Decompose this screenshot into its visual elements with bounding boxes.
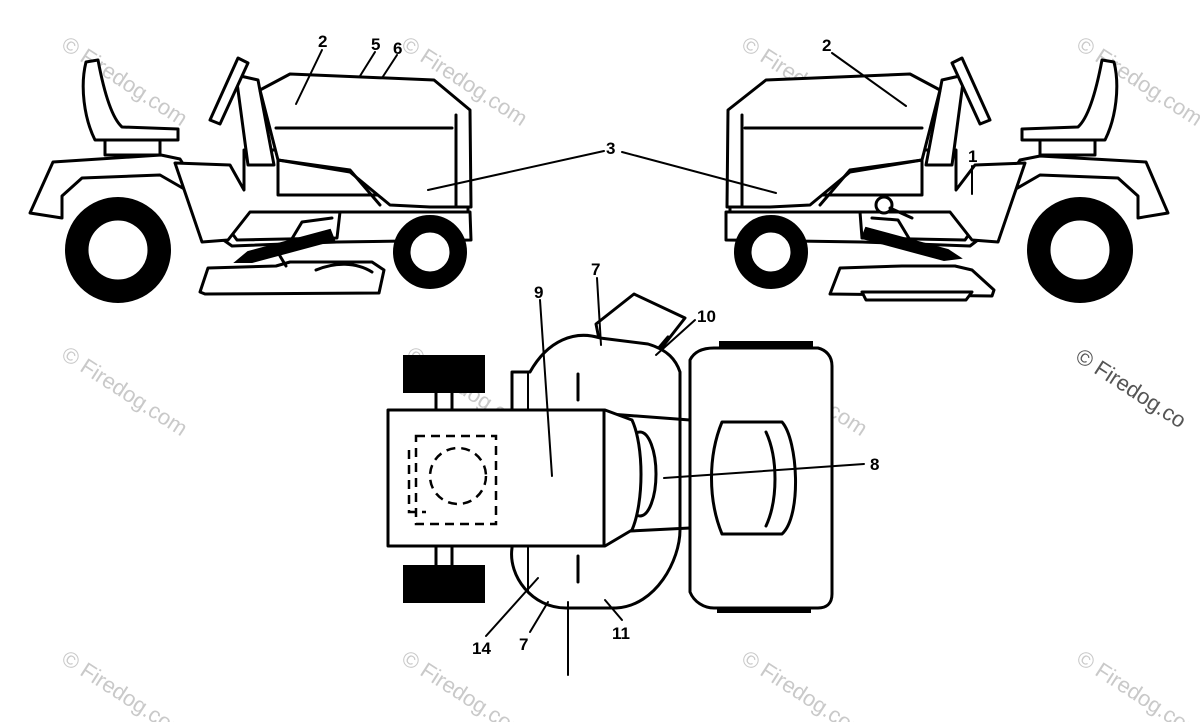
seat (710, 420, 797, 536)
callout-5: 5 (371, 35, 380, 54)
callout-2-right: 2 (822, 36, 831, 55)
hood-side-line (818, 158, 924, 207)
rear-wheel-hub (85, 217, 151, 283)
callout-10: 10 (697, 307, 716, 326)
deck-skirt (860, 290, 974, 302)
callout-7-bottom: 7 (519, 635, 528, 654)
steering-wheel (950, 56, 992, 126)
callout-3: 3 (606, 139, 615, 158)
callout-6: 6 (393, 39, 402, 58)
callout-11: 11 (612, 624, 630, 643)
watermark-text: © Firedog.com (737, 645, 872, 722)
pedal-arm (288, 216, 334, 244)
steering-column (924, 73, 966, 167)
seat (81, 58, 180, 142)
front-wheel-top (403, 355, 485, 393)
leader-line-10 (655, 319, 696, 356)
leader-line-7-bottom (529, 601, 549, 633)
callout-8: 8 (870, 455, 879, 474)
engine-outline (414, 434, 498, 526)
leader-line-2-right (831, 52, 907, 107)
body-panel (728, 148, 1027, 244)
discharge-chute (314, 262, 374, 274)
leader-line-9 (539, 299, 553, 477)
callout-14: 14 (472, 639, 491, 658)
seat-base (103, 138, 162, 157)
seat-base (1038, 138, 1097, 157)
callout-7-top: 7 (591, 260, 600, 279)
engine-outline-inner (407, 450, 426, 514)
top-view (386, 292, 834, 613)
callout-numbers: 2 5 6 3 2 1 7 9 10 8 14 7 11 (318, 32, 977, 658)
leader-lines (295, 49, 973, 676)
watermark-corner-text: © Firedog.co (1071, 343, 1191, 433)
rear-fender (724, 154, 1170, 248)
leader-line-8 (663, 463, 865, 479)
rear-wheel-hub (1047, 217, 1113, 283)
foot-pedal (860, 226, 963, 262)
front-wheel-bottom (403, 565, 485, 603)
steering-column (234, 73, 276, 167)
leader-line-3-left (427, 150, 605, 191)
watermark-text: © Firedog.com (57, 31, 192, 131)
left-side-view (28, 56, 473, 303)
hood-side-line (276, 158, 382, 207)
front-wheel-hub (748, 229, 794, 275)
hood (386, 408, 643, 548)
engine-fan (428, 446, 488, 506)
seat-back (764, 430, 777, 528)
front-axle (434, 390, 454, 568)
front-wheel-hub (407, 229, 453, 275)
right-side-view (724, 56, 1170, 303)
cutting-height-lever-knob (874, 195, 894, 215)
cutting-height-lever (888, 206, 914, 220)
mower-deck (198, 260, 386, 296)
mower-deck (828, 264, 996, 298)
deck-link (278, 254, 288, 268)
seat (1020, 58, 1119, 142)
leader-line-5 (359, 51, 376, 77)
watermark-text: © Firedog.com (57, 341, 192, 441)
foot-pedal (233, 228, 336, 263)
leader-line-14 (485, 577, 539, 637)
rear-fender (28, 153, 473, 248)
callout-2-left: 2 (318, 32, 327, 51)
watermark-text: © Firedog.com (57, 645, 192, 722)
pedal-arm (870, 216, 912, 242)
steering-wheel (208, 56, 250, 126)
leader-line-7-top (596, 277, 602, 346)
watermark-text: © Firedog.com (397, 645, 532, 722)
callout-1: 1 (968, 147, 977, 166)
leader-line-3-right (621, 151, 777, 194)
leader-line-6 (381, 54, 398, 79)
leader-line-11 (604, 599, 623, 621)
leader-line-2-left (295, 49, 323, 105)
callout-9: 9 (534, 283, 543, 302)
watermark-text: © Firedog.com (1072, 645, 1200, 722)
